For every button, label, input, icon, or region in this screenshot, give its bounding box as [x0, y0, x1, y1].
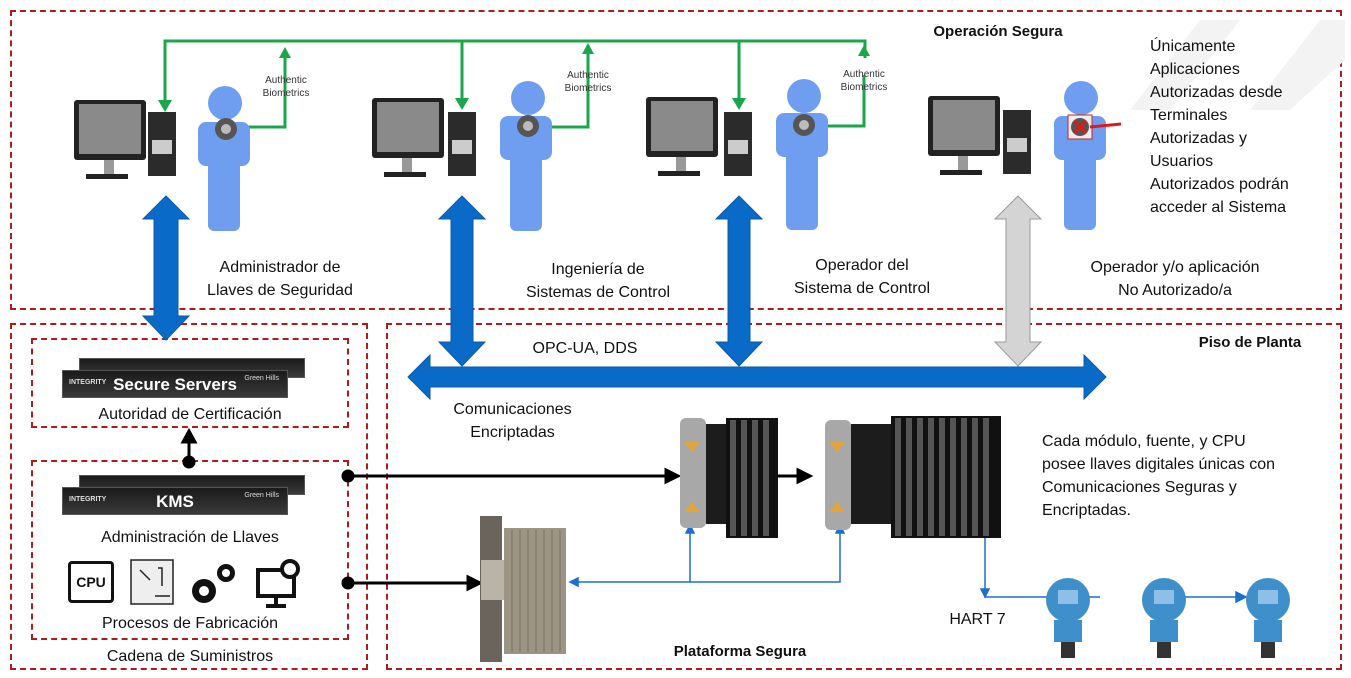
vertical-arrow-admin — [141, 195, 191, 341]
computer-settings-icon — [256, 559, 300, 608]
access-note-line: Autorizadas desde — [1150, 84, 1283, 101]
vendor-logo: Green Hills — [244, 492, 279, 499]
hart-label: HART 7 — [949, 611, 1006, 628]
person-icon-unauthorized — [1054, 81, 1122, 230]
zone-title-secure-operation: Operación Segura — [933, 23, 1063, 40]
access-note-line: Aplicaciones — [1150, 61, 1240, 78]
circuit-board-icon — [130, 559, 174, 605]
biometrics-line: Biometrics — [564, 83, 612, 94]
role-line: Ingeniería de — [551, 261, 645, 278]
zone-title-supply-chain: Cadena de Suministros — [106, 648, 274, 665]
zone-secure-operation — [10, 10, 1342, 310]
workstation-computer-1 — [74, 100, 176, 179]
module-note-line: posee llaves digitales únicas con — [1042, 456, 1276, 473]
transmitter-1 — [1046, 578, 1090, 658]
access-note-line: acceder al Sistema — [1150, 199, 1287, 216]
plc-rack-2 — [825, 416, 1001, 538]
access-note: Únicamente Aplicaciones Autorizadas desd… — [1150, 35, 1335, 219]
biometrics-line: Biometrics — [262, 88, 310, 99]
module-note: Cada módulo, fuente, y CPU posee llaves … — [1042, 430, 1332, 522]
role-line: Operador y/o aplicación — [1090, 259, 1260, 276]
gears-icon — [192, 564, 235, 603]
access-note-line: Únicamente — [1150, 38, 1236, 55]
access-note-line: Autorizadas y — [1150, 130, 1247, 147]
integrity-logo: INTEGRITY — [69, 496, 107, 503]
role-line: Sistemas de Control — [525, 284, 671, 301]
workstation-computer-4 — [928, 96, 1031, 175]
cpu-icon: CPU — [68, 561, 114, 603]
thin-links — [568, 523, 1248, 604]
biometrics-line: Authentic — [567, 70, 609, 81]
bus-arrow — [407, 353, 1107, 401]
role-label-engineering: Ingeniería de Sistemas de Control — [508, 258, 688, 304]
watermark-shape — [1130, 20, 1345, 110]
vertical-arrow-unauthorized — [993, 195, 1043, 367]
zone-plant-floor — [386, 323, 1342, 670]
biometrics-line: Authentic — [843, 69, 885, 80]
zone-title-secure-platform: Plataforma Segura — [673, 643, 807, 660]
auth-arrowheads — [158, 43, 870, 112]
person-icon-2 — [500, 81, 552, 231]
cert-server: INTEGRITY Secure Servers Green Hills — [62, 370, 288, 398]
role-line: Administrador de — [219, 259, 341, 276]
manufacturing-caption: Procesos de Fabricación — [101, 615, 279, 632]
person-icon-1 — [198, 86, 250, 231]
workstation-computer-3 — [646, 97, 752, 176]
zone-supply-chain — [10, 323, 368, 670]
zone-title-plant-floor: Piso de Planta — [1198, 334, 1302, 351]
role-line: Llaves de Seguridad — [207, 282, 353, 299]
role-label-admin: Administrador de Llaves de Seguridad — [190, 256, 370, 302]
module-note-line: Comunicaciones Seguras y — [1042, 479, 1237, 496]
field-controller — [480, 516, 566, 662]
vertical-arrow-engineering — [437, 195, 487, 367]
role-line: No Autorizado/a — [1118, 282, 1232, 299]
biometrics-line: Authentic — [265, 75, 307, 86]
module-note-line: Encriptadas. — [1042, 502, 1131, 519]
zone-certification-authority — [31, 338, 349, 428]
cert-authority-caption: Autoridad de Certificación — [98, 406, 282, 423]
vertical-arrow-operator — [714, 195, 764, 367]
transmitter-3 — [1246, 578, 1290, 658]
plc-rack-1 — [680, 418, 778, 538]
transmitter-2 — [1142, 578, 1186, 658]
access-note-line: Terminales — [1150, 107, 1228, 124]
bus-protocol-label: OPC-UA, DDS — [532, 340, 638, 357]
module-note-line: Cada módulo, fuente, y CPU — [1042, 433, 1246, 450]
vendor-logo: Green Hills — [244, 375, 279, 382]
server-name: Secure Servers — [113, 375, 237, 394]
role-label-unauthorized: Operador y/o aplicación No Autorizado/a — [1060, 256, 1290, 302]
role-line: Sistema de Control — [793, 280, 931, 297]
role-line: Operador del — [815, 257, 909, 274]
bus-label-line: Encriptadas — [470, 424, 555, 441]
kms-server: INTEGRITY KMS Green Hills — [62, 487, 288, 515]
person-icon-3 — [776, 79, 828, 230]
bus-label-line: Comunicaciones — [453, 401, 572, 418]
access-note-line: Autorizados podrán — [1150, 176, 1289, 193]
biometrics-line: Biometrics — [840, 82, 888, 93]
supply-connectors — [180, 427, 814, 592]
workstation-computer-2 — [372, 98, 476, 177]
integrity-logo: INTEGRITY — [69, 379, 107, 386]
key-management-caption: Administración de Llaves — [101, 529, 279, 546]
cpu-label: CPU — [76, 574, 106, 590]
access-note-line: Usuarios — [1150, 153, 1214, 170]
server-name: KMS — [156, 492, 194, 511]
